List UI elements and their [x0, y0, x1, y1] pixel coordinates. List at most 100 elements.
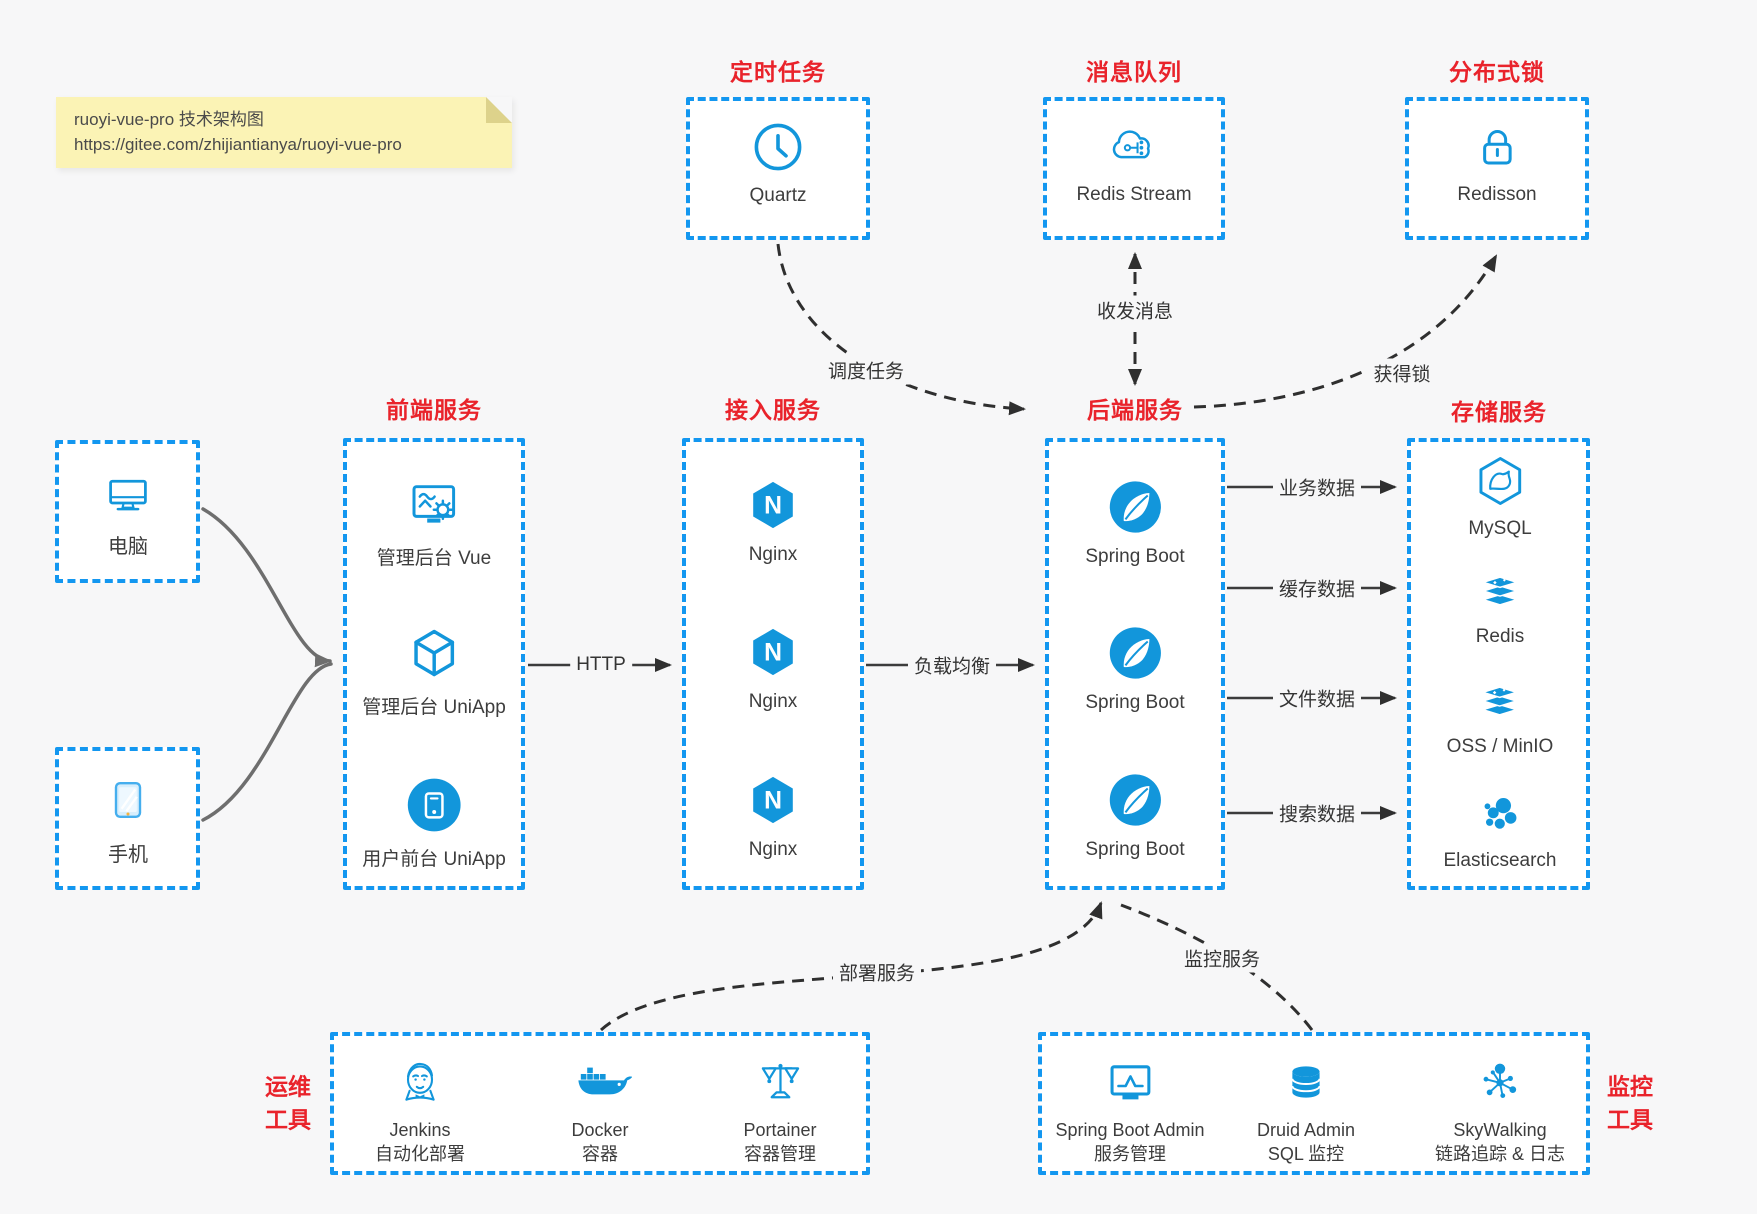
node-spring-boot-admin: Spring Boot Admin 服务管理 — [1055, 1050, 1205, 1167]
tool-desc: SQL 监控 — [1267, 1143, 1345, 1164]
portainer-icon — [761, 1063, 799, 1099]
svg-text:N: N — [764, 787, 782, 814]
node-redis-stream: Redis Stream — [1076, 116, 1192, 206]
node-label: Redis Stream — [1076, 184, 1192, 205]
node-nginx-2: N Nginx — [740, 619, 806, 713]
edge-label-load-balance: 负载均衡 — [907, 650, 997, 680]
node-label: Nginx — [748, 839, 798, 860]
node-mobile-client: 手机 — [96, 768, 160, 867]
edge-label-file-data: 文件数据 — [1272, 683, 1362, 713]
tool-name: Spring Boot Admin — [1055, 1120, 1205, 1140]
edge-label-send-receive-msg: 收发消息 — [1090, 295, 1180, 325]
node-label: 用户前台 UniApp — [362, 849, 506, 870]
note-url: https://gitee.com/zhijiantianya/ruoyi-vu… — [74, 135, 402, 154]
node-label: 电脑 — [108, 536, 148, 558]
tool-desc: 容器管理 — [743, 1143, 816, 1164]
svg-text:N: N — [764, 492, 782, 519]
tool-name: Portainer — [743, 1120, 817, 1140]
tool-desc: 自动化部署 — [375, 1143, 465, 1164]
node-redis: Redis — [1471, 562, 1529, 648]
edge-label-monitor-service: 监控服务 — [1177, 943, 1267, 973]
title-distributed-lock: 分布式锁 — [1449, 59, 1545, 85]
node-label: Spring Boot — [1085, 692, 1185, 713]
skywalking-icon — [1483, 1063, 1517, 1098]
elasticsearch-icon — [1484, 797, 1516, 829]
node-label: OSS / MinIO — [1446, 736, 1554, 757]
cube-icon — [414, 629, 454, 677]
node-portainer: Portainer 容器管理 — [743, 1050, 817, 1167]
title-gateway-service: 接入服务 — [725, 397, 821, 423]
druid-icon — [1291, 1066, 1321, 1098]
tool-desc: 容器 — [581, 1143, 618, 1164]
mysql-icon — [1479, 457, 1521, 505]
docker-icon — [578, 1067, 632, 1095]
node-spring-boot-1: Spring Boot — [1085, 474, 1185, 568]
edge-mobile-to-frontend — [201, 662, 333, 822]
box-storage — [1407, 438, 1590, 890]
object-storage-icon — [1482, 686, 1518, 716]
node-label: Redisson — [1457, 184, 1537, 205]
node-druid-admin: Druid Admin SQL 监控 — [1257, 1050, 1355, 1167]
tool-desc: 服务管理 — [1094, 1143, 1166, 1164]
box-mobile-client — [55, 747, 200, 890]
node-label: Spring Boot — [1085, 839, 1185, 860]
edge-label-biz-data: 业务数据 — [1272, 472, 1362, 502]
svg-text:N: N — [764, 639, 782, 666]
node-nginx-1: N Nginx — [740, 472, 806, 566]
cloud-stream-icon — [1112, 130, 1150, 159]
node-label: MySQL — [1468, 518, 1532, 539]
box-pc-client — [55, 440, 200, 583]
title-storage-service: 存储服务 — [1451, 399, 1547, 425]
title-ops-tools: 运维 工具 — [265, 1073, 311, 1133]
node-pc-client: 电脑 — [99, 466, 157, 559]
edge-pc-to-frontend — [201, 507, 332, 668]
smartphone-icon — [114, 782, 142, 818]
tool-name: SkyWalking — [1453, 1120, 1547, 1140]
edge-label-acquire-lock: 获得锁 — [1367, 358, 1437, 388]
tool-name: Jenkins — [389, 1120, 451, 1140]
node-redisson: Redisson — [1457, 118, 1537, 206]
edge-label-deploy-service: 部署服务 — [832, 957, 922, 987]
tool-desc: 链路追踪 & 日志 — [1434, 1143, 1566, 1164]
node-spring-boot-3: Spring Boot — [1085, 767, 1185, 861]
nginx-icon: N — [753, 776, 793, 824]
box-distributed-lock — [1405, 97, 1589, 240]
tool-name: Docker — [571, 1120, 629, 1140]
spring-boot-icon — [1109, 774, 1161, 826]
spring-boot-admin-icon — [1110, 1065, 1150, 1100]
nginx-icon: N — [753, 628, 793, 676]
edge-label-cache-data: 缓存数据 — [1272, 573, 1362, 603]
lock-icon — [1482, 130, 1512, 165]
node-admin-uniapp: 管理后台 UniApp — [362, 620, 506, 719]
node-elasticsearch: Elasticsearch — [1444, 786, 1557, 872]
node-docker: Docker 容器 — [568, 1050, 632, 1167]
title-frontend-service: 前端服务 — [386, 397, 482, 423]
node-label: Redis — [1475, 626, 1525, 647]
node-spring-boot-2: Spring Boot — [1085, 620, 1185, 714]
node-mysql: MySQL — [1468, 450, 1532, 540]
node-label: Nginx — [748, 691, 798, 712]
edge-label-search-data: 搜索数据 — [1272, 798, 1362, 828]
node-label: Spring Boot — [1085, 546, 1185, 567]
node-skywalking: SkyWalking 链路追踪 & 日志 — [1435, 1050, 1565, 1167]
admin-vue-icon — [412, 485, 456, 523]
edge-monitor-service — [1120, 903, 1314, 1031]
edge-label-http: HTTP — [570, 653, 632, 677]
box-ops-tools — [330, 1032, 870, 1175]
node-admin-vue: 管理后台 Vue — [377, 471, 491, 570]
title-scheduled-task: 定时任务 — [730, 59, 826, 85]
tool-name: Druid Admin — [1256, 1120, 1356, 1140]
desktop-icon — [109, 479, 147, 511]
edge-deploy-service — [599, 901, 1103, 1032]
node-label: 手机 — [108, 844, 148, 866]
node-label: Nginx — [748, 544, 798, 565]
node-label: Elasticsearch — [1443, 850, 1557, 871]
title-message-queue: 消息队列 — [1086, 59, 1182, 85]
node-user-uniapp: 用户前台 UniApp — [362, 772, 506, 871]
edge-acquire-lock — [1193, 254, 1498, 409]
note-corner-fold — [486, 97, 512, 123]
title-monitoring-tools: 监控 工具 — [1607, 1073, 1653, 1133]
node-oss-minio: OSS / MinIO — [1446, 672, 1554, 758]
nginx-icon: N — [753, 481, 793, 529]
box-message-queue — [1043, 97, 1225, 240]
